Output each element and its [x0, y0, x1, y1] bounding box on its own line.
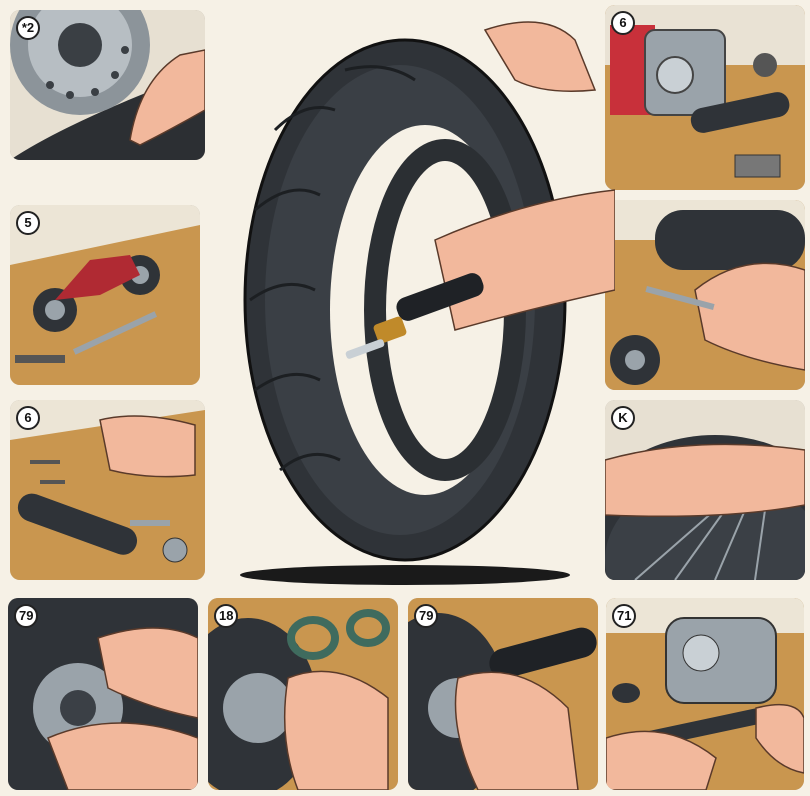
hammer: [15, 355, 65, 363]
brake-disc-scene: [10, 10, 205, 160]
lever-tool: [645, 286, 715, 310]
panel-top-right: 6: [605, 5, 805, 190]
step-number-badge: 6: [611, 11, 635, 35]
panel-lower-left: 6: [10, 400, 205, 580]
tire-tread: [249, 65, 416, 472]
center-tire-illustration: [195, 0, 616, 600]
step-number-badge: 6: [16, 406, 40, 430]
panel-bottom-4: 71: [606, 598, 804, 790]
tools-scene: [10, 400, 205, 580]
hands: [605, 443, 805, 517]
step-number-badge: 79: [414, 604, 439, 628]
inner-tube: [489, 627, 597, 679]
tube-insert-scene: [408, 598, 598, 790]
tool-handle-ring: [287, 616, 339, 660]
disc-removal-scene: [8, 598, 198, 790]
step-number-badge: 5: [16, 211, 40, 235]
valve-tool-handle: [396, 273, 484, 321]
hand-left: [606, 730, 717, 790]
hand: [129, 49, 205, 146]
panel-bottom-3: 79: [408, 598, 598, 790]
motorcycle-scene: [10, 205, 200, 385]
spare-tire: [655, 210, 805, 270]
tire-lever: [130, 520, 170, 526]
handle-grip: [690, 92, 790, 133]
step-number-badge: 79: [14, 604, 39, 628]
tool-kit: [734, 154, 781, 178]
tire-shadow: [240, 565, 570, 585]
valve-stem: [345, 339, 385, 359]
pump-scene: [606, 598, 804, 790]
tire-repair-scene: [605, 200, 805, 390]
hand-bottom: [47, 722, 198, 790]
panel-bottom-2: 18: [208, 598, 398, 790]
valve-core-brass: [373, 316, 407, 344]
panel-bottom-1: 79: [8, 598, 198, 790]
scissors-tool-scene: [208, 598, 398, 790]
panel-mid-left: 5: [10, 205, 200, 385]
tire-scene: [240, 21, 616, 585]
hands: [694, 262, 805, 371]
o-ring: [612, 683, 640, 703]
hands: [454, 671, 579, 790]
panel-lower-right: K: [605, 400, 805, 580]
spoke-wheel-scene: [605, 400, 805, 580]
hand-right: [755, 703, 804, 774]
step-number-badge: 71: [612, 604, 637, 628]
step-number-badge: K: [611, 406, 635, 430]
engine-scene: [605, 5, 805, 190]
step-number-badge: *2: [16, 16, 40, 40]
wrench: [72, 311, 158, 355]
step-number-badge: 18: [214, 604, 239, 628]
hand-top: [483, 21, 597, 92]
brake-disc: [223, 673, 293, 743]
hands: [283, 670, 389, 790]
panel-mid-right: [605, 200, 805, 390]
inner-tube: [17, 493, 138, 555]
valve-cap: [162, 537, 188, 563]
hand: [99, 415, 196, 478]
hand-top: [97, 627, 198, 719]
motorcycle-body: [55, 255, 140, 300]
panel-top-left: *2: [10, 10, 205, 160]
air-pump: [665, 617, 777, 704]
